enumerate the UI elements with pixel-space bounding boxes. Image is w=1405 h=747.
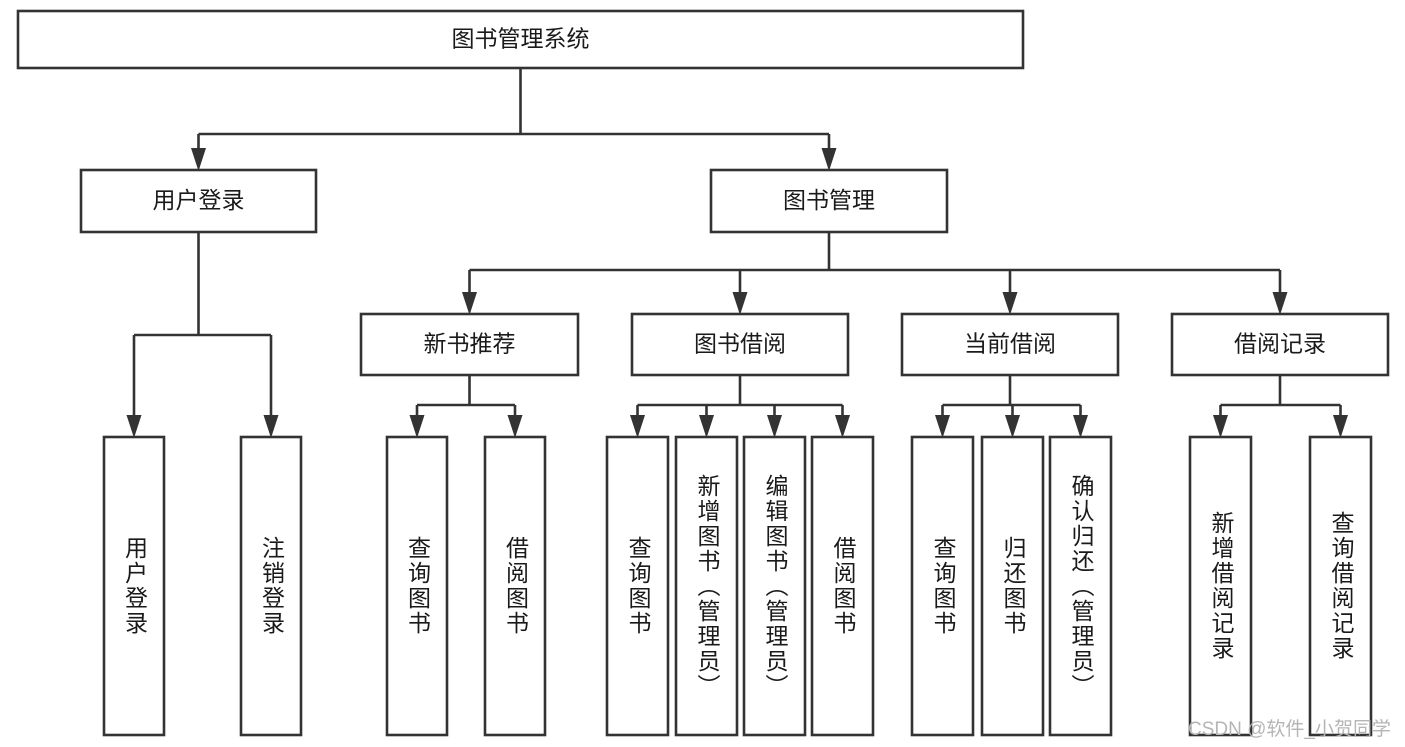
arrow-head-edge-book-management-to-book-borrow — [732, 292, 748, 315]
node-box-leaf-query-borrow-record[interactable] — [1308, 435, 1373, 737]
node-box-leaf-user-login[interactable] — [102, 435, 166, 737]
arrow-head-edge-borrow-record-to-query — [1333, 415, 1348, 438]
node-label-book-borrow: 图书借阅 — [694, 331, 786, 357]
arrow-head-edge-book-management-to-current-borrow — [1002, 292, 1018, 315]
node-box-user-login[interactable] — [79, 168, 318, 234]
node-box-new-book-recommend[interactable] — [359, 312, 580, 377]
node-label-book-management: 图书管理 — [783, 187, 875, 213]
arrow-head-edge-user-login-to-leaf-user-login — [126, 415, 142, 438]
node-box-leaf-add-book-admin[interactable] — [674, 435, 739, 737]
arrow-head-edge-book-management-to-new-book-recommend — [462, 292, 477, 315]
watermark-text: CSDN @软件_小贺同学 — [1188, 719, 1391, 740]
node-box-root[interactable] — [16, 9, 1025, 70]
arrow-head-edge-user-login-to-leaf-user-logout — [263, 415, 279, 438]
arrow-head-edge-book-borrow-to-query — [630, 415, 645, 438]
node-box-leaf-query-book-borrow[interactable] — [605, 435, 670, 737]
node-box-leaf-add-borrow-record[interactable] — [1188, 435, 1253, 737]
arrow-head-edge-current-borrow-to-query — [935, 415, 950, 438]
arrow-head-edge-root-to-book-management — [821, 148, 837, 171]
node-box-leaf-return-book[interactable] — [980, 435, 1045, 737]
node-box-leaf-user-logout[interactable] — [239, 435, 303, 737]
node-box-leaf-borrow-book-recommend[interactable] — [483, 435, 547, 737]
node-box-book-management[interactable] — [709, 168, 949, 234]
arrow-head-edge-new-book-recommend-to-borrow — [507, 415, 523, 438]
arrow-head-edge-book-borrow-to-add — [699, 415, 714, 438]
arrow-head-edge-book-management-to-borrow-record — [1272, 292, 1288, 315]
connector-layer — [126, 68, 1348, 438]
arrow-head-edge-book-borrow-to-edit — [767, 415, 782, 438]
node-box-borrow-record[interactable] — [1170, 312, 1390, 377]
box-layer — [16, 9, 1390, 737]
arrow-head-edge-book-borrow-to-borrow — [835, 415, 850, 438]
arrow-head-edge-new-book-recommend-to-query — [409, 415, 425, 438]
node-box-leaf-query-book-current[interactable] — [910, 435, 975, 737]
node-box-leaf-confirm-return-admin[interactable] — [1048, 435, 1113, 737]
node-box-leaf-query-book-recommend[interactable] — [385, 435, 449, 737]
node-box-current-borrow[interactable] — [900, 312, 1120, 377]
node-label-borrow-record: 借阅记录 — [1234, 331, 1326, 357]
node-box-book-borrow[interactable] — [630, 312, 850, 377]
node-box-leaf-borrow-book[interactable] — [810, 435, 875, 737]
node-label-user-login: 用户登录 — [153, 187, 245, 213]
node-label-new-book-recommend: 新书推荐 — [424, 331, 516, 357]
arrow-head-edge-root-to-user-login — [191, 148, 206, 171]
arrow-head-edge-borrow-record-to-add — [1213, 415, 1228, 438]
node-label-root: 图书管理系统 — [452, 26, 590, 52]
arrow-head-edge-current-borrow-to-return — [1005, 415, 1020, 438]
node-label-current-borrow: 当前借阅 — [964, 331, 1056, 357]
node-box-leaf-edit-book-admin[interactable] — [742, 435, 807, 737]
arrow-head-edge-current-borrow-to-confirm — [1073, 415, 1088, 438]
